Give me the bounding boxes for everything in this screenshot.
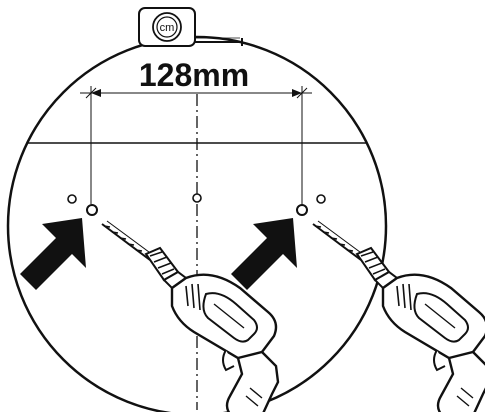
dimension-arrow-right	[292, 89, 302, 97]
dimension-tick-left	[85, 87, 97, 99]
hole-icon	[67, 194, 77, 204]
dimension-label: 128mm	[139, 57, 249, 93]
dimension-tick-right	[296, 87, 308, 99]
hole-icon	[296, 204, 308, 216]
dimension-arrow-left	[91, 89, 101, 97]
arrow-icon	[20, 218, 86, 290]
hole-icon	[316, 194, 326, 204]
hole-icon	[192, 193, 202, 203]
tape-measure-icon	[138, 7, 243, 47]
wall-circle	[6, 35, 388, 412]
hole-icon	[86, 204, 98, 216]
arrow-icon	[231, 218, 297, 290]
tape-measure-unit: cm	[160, 22, 175, 34]
